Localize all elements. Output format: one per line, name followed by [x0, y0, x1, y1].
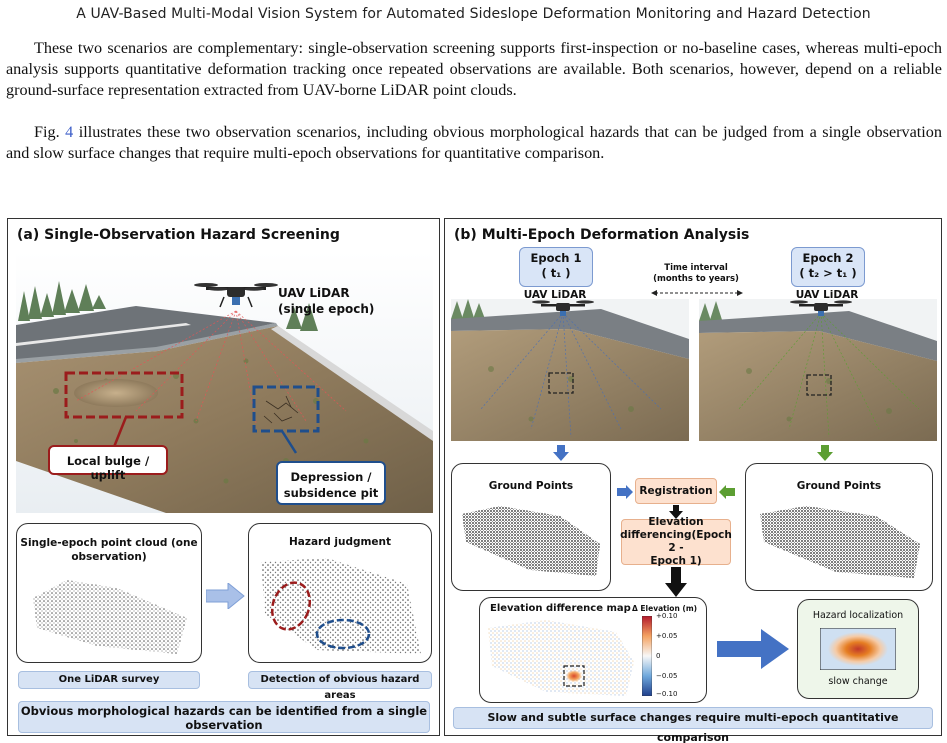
arrow-left-green-icon: [719, 485, 735, 499]
figure-ref-link[interactable]: 4: [65, 123, 74, 141]
ground-points-epoch-2-box: Ground Points: [745, 463, 933, 591]
elevation-difference-map-box: Elevation difference map Δ Elevation (m): [479, 597, 707, 703]
arrow-down-big-black-icon: [665, 567, 687, 597]
hazard-judgment-box: Hazard judgment: [248, 523, 432, 663]
bulge-callout: Local bulge / uplift: [48, 445, 168, 482]
time-interval-label: Time interval (months to years): [653, 263, 739, 284]
epoch-2-uav-label: UAV LiDAR: [795, 289, 859, 301]
panel-a: (a) Single-Observation Hazard Screening: [7, 218, 440, 736]
colorbar: [642, 616, 652, 696]
arrow-right-big-blue-icon: [717, 629, 789, 669]
panel-b: (b) Multi-Epoch Deformation Analysis Epo…: [444, 218, 942, 743]
single-epoch-pointcloud-box: Single-epoch point cloud (one observatio…: [16, 523, 202, 663]
hazard-localization-box: Hazard localization slow change: [797, 599, 919, 699]
arrow-right-icon: [206, 583, 245, 609]
arrow-down-green-icon: [817, 445, 833, 461]
drone-icon: [194, 283, 278, 308]
epoch-2-scene-illustration: [699, 299, 937, 441]
colorbar-tick-4: −0.10: [656, 690, 678, 698]
colorbar-tick-0: +0.10: [656, 612, 678, 620]
hazard-localization-image: [820, 628, 896, 670]
colorbar-title: Δ Elevation (m): [632, 604, 698, 613]
hazard-judgment-title: Hazard judgment: [288, 536, 392, 548]
panel-a-title: (a) Single-Observation Hazard Screening: [17, 227, 340, 243]
elevation-difference-map-image: [488, 620, 634, 696]
single-epoch-pointcloud-title: Single-epoch point cloud (one observatio…: [20, 537, 198, 563]
drone-icon: [790, 300, 852, 316]
ground-points-title: Ground Points: [796, 480, 882, 492]
paragraph-2: Fig. 4 illustrates these two observation…: [6, 122, 942, 164]
time-interval-arrow-icon: [651, 290, 743, 296]
one-lidar-survey-bar: One LiDAR survey: [18, 671, 200, 689]
epoch-2-box: Epoch 2 ( t₂ > t₁ ): [791, 247, 865, 287]
arrow-down-black-icon: [669, 505, 683, 519]
arrow-right-blue-icon: [617, 485, 633, 499]
colorbar-tick-2: 0: [656, 652, 661, 660]
epoch-1-box: Epoch 1 ( t₁ ): [519, 247, 593, 287]
paragraph-2-rest: illustrates these two observation scenar…: [6, 123, 942, 162]
uav-lidar-label: UAV LiDAR (single epoch): [278, 286, 375, 316]
elevation-difference-map-title: Elevation difference map: [490, 603, 631, 614]
elevation-differencing-box: Elevation differencing(Epoch 2 - Epoch 1…: [620, 516, 732, 567]
ground-points-title: Ground Points: [488, 480, 574, 492]
colorbar-tick-1: +0.05: [656, 632, 678, 640]
slow-change-label: slow change: [828, 676, 888, 687]
panel-b-summary: Slow and subtle surface changes require …: [453, 707, 933, 743]
ground-points-epoch-1-box: Ground Points: [451, 463, 611, 591]
depression-callout: Depression / subsidence pit: [276, 461, 386, 505]
pointcloud-image: [33, 580, 187, 654]
drone-icon: [532, 300, 594, 316]
ground-points-epoch-2-image: [760, 506, 920, 578]
hazard-localization-title: Hazard localization: [812, 610, 904, 621]
hazard-judgment-image: [261, 558, 421, 654]
epoch-1-uav-label: UAV LiDAR: [523, 289, 587, 301]
epoch-1-scene-illustration: [451, 299, 689, 441]
registration-box: Registration: [635, 478, 717, 504]
panel-a-summary: Obvious morphological hazards can be ide…: [18, 701, 430, 733]
running-head: A UAV-Based Multi-Modal Vision System fo…: [76, 6, 871, 22]
arrow-down-blue-icon: [553, 445, 569, 461]
ground-points-epoch-1-image: [462, 506, 600, 576]
panel-b-title: (b) Multi-Epoch Deformation Analysis: [454, 227, 750, 243]
paragraph-1: These two scenarios are complementary: s…: [6, 39, 942, 99]
detection-bar: Detection of obvious hazard areas: [248, 671, 432, 701]
paragraph-2-lead: Fig.: [34, 123, 66, 141]
colorbar-tick-3: −0.05: [656, 672, 678, 680]
